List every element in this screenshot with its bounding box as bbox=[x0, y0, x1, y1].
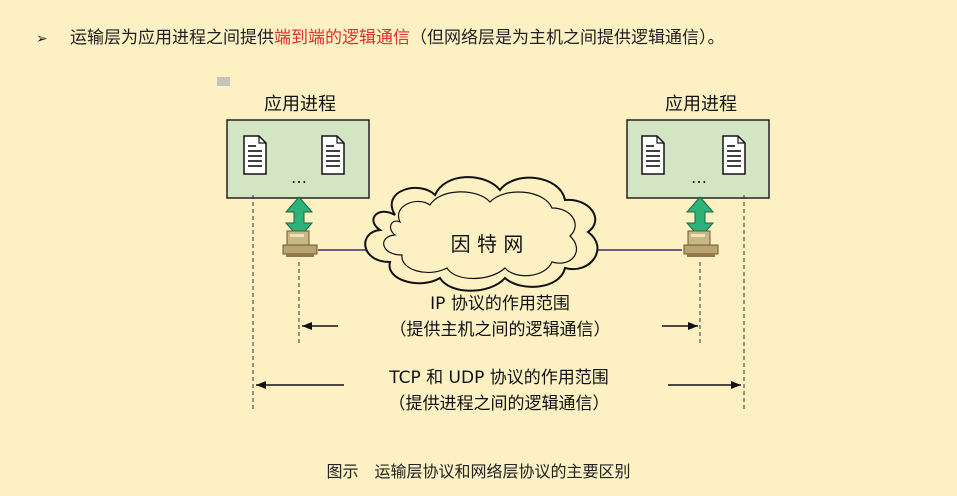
left-host-icon bbox=[282, 230, 318, 258]
figure-caption: 图示 运输层协议和网络层协议的主要区别 bbox=[326, 462, 631, 481]
document-icon bbox=[243, 135, 267, 175]
left-process-label: 应用进程 bbox=[264, 94, 336, 115]
ip-scope-arrowhead-left bbox=[302, 322, 312, 330]
right-host-icon bbox=[683, 230, 719, 258]
document-icon bbox=[722, 135, 746, 175]
ip-scope-subtitle: （提供主机之间的逻辑通信） bbox=[390, 320, 611, 340]
bullet-line: ➢ 运输层为应用进程之间提供端到端的逻辑通信（但网络层是为主机之间提供逻辑通信）。 bbox=[36, 23, 725, 48]
right-process-label: 应用进程 bbox=[665, 94, 737, 115]
right-ellipsis: … bbox=[691, 168, 707, 187]
bullet-text-prefix: 运输层为应用进程之间提供 bbox=[70, 28, 274, 48]
internet-label: 因 特 网 bbox=[451, 232, 524, 256]
bullet-text-suffix: （但网络层是为主机之间提供逻辑通信）。 bbox=[410, 28, 725, 48]
tcp-udp-scope-arrowhead-left bbox=[256, 381, 266, 389]
bullet-arrow-icon: ➢ bbox=[36, 31, 48, 47]
ip-scope-arrowhead-right bbox=[688, 322, 698, 330]
document-icon bbox=[321, 135, 345, 175]
left-ellipsis: … bbox=[291, 168, 307, 187]
tcp-udp-scope-title: TCP 和 UDP 协议的作用范围 bbox=[388, 368, 609, 388]
internet-cloud bbox=[364, 176, 599, 292]
tcp-udp-scope-subtitle: （提供进程之间的逻辑通信） bbox=[389, 394, 610, 414]
tcp-udp-scope-arrowhead-right bbox=[731, 381, 741, 389]
document-icon bbox=[641, 135, 665, 175]
ip-scope-title: IP 协议的作用范围 bbox=[430, 294, 570, 314]
bullet-text-highlight: 端到端的逻辑通信 bbox=[274, 28, 410, 48]
decorative-marker bbox=[217, 77, 230, 86]
